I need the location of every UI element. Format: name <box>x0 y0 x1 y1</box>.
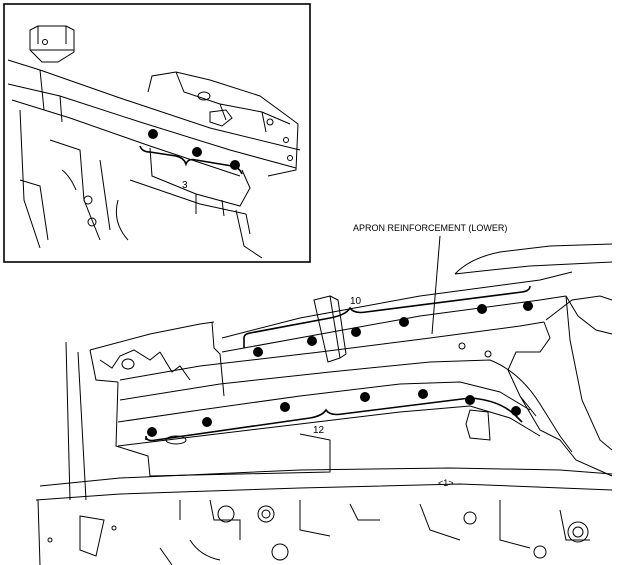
right-tower-structure <box>507 295 613 477</box>
inset-upper-member <box>147 71 299 177</box>
inset-rail <box>7 59 301 177</box>
front-end-structure <box>65 321 331 501</box>
inset-weld-brace <box>139 145 243 175</box>
inset-weld-point <box>148 129 158 139</box>
lower-weld-point <box>418 389 428 399</box>
inset-weld-point <box>192 147 202 157</box>
lower-weld-point <box>360 392 370 402</box>
apron-upper-edge <box>221 243 613 353</box>
lower-weld-point <box>202 417 212 427</box>
apron-gusset <box>313 295 347 363</box>
upper-weld-point <box>351 327 361 337</box>
main-view: <1> 10 12 APRON REINFORCEMENT (LOWER) <box>35 223 613 565</box>
lower-components <box>159 499 590 565</box>
upper-weld-point <box>523 301 533 311</box>
inset-lower-body <box>19 109 263 259</box>
upper-weld-brace <box>243 285 531 348</box>
inset-detail: 3 <box>3 3 311 263</box>
lower-weld-point <box>147 427 157 437</box>
apron-reinforcement-label: APRON REINFORCEMENT (LOWER) <box>353 223 507 233</box>
lower-weld-point <box>465 395 475 405</box>
lower-weld-brace <box>145 397 523 442</box>
inset-bracket <box>29 25 75 63</box>
inset-weld-count-label: 3 <box>182 180 188 191</box>
arrow-mark: <1> <box>438 478 454 488</box>
lower-weld-point <box>511 406 521 416</box>
upper-weld-point <box>307 336 317 346</box>
upper-weld-count-label: 10 <box>350 296 362 307</box>
apron-reinforcement-member <box>117 321 573 453</box>
lower-weld-point <box>280 402 290 412</box>
lower-weld-count-label: 12 <box>313 425 325 436</box>
apron-reinforcement-leader <box>431 235 441 335</box>
upper-weld-point <box>477 304 487 314</box>
upper-weld-point <box>399 317 409 327</box>
lower-cross-member <box>35 467 613 565</box>
upper-weld-point <box>253 347 263 357</box>
